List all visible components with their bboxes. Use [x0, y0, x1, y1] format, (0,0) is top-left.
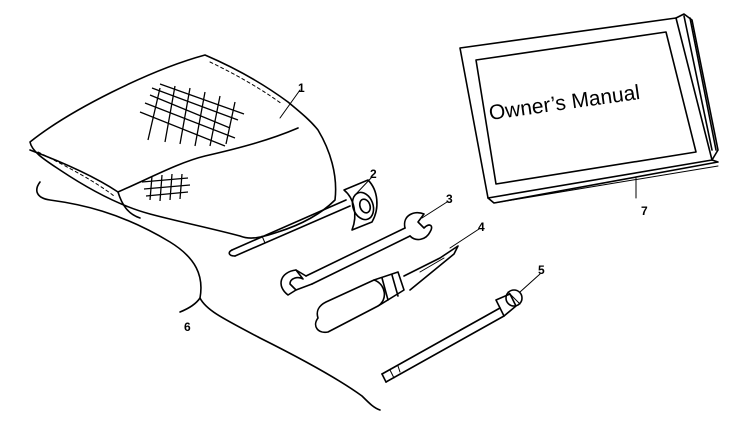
pouch-hatch-lower — [141, 173, 191, 202]
tool-kit-bracket — [36, 181, 381, 411]
callout-7: 7 — [641, 204, 648, 218]
tool-pouch — [29, 54, 337, 239]
callout-3: 3 — [446, 192, 453, 206]
manual-title: Owner’s Manual — [487, 81, 641, 125]
callout-1: 1 — [298, 81, 305, 95]
callout-4: 4 — [478, 220, 485, 234]
spark-plug-wrench — [228, 179, 378, 257]
open-end-wrench — [280, 211, 433, 296]
owners-manual: Owner’s Manual — [459, 13, 719, 204]
leader-lines — [279, 89, 637, 293]
screwdriver — [314, 245, 459, 334]
callout-2: 2 — [370, 167, 377, 181]
callout-6: 6 — [184, 320, 191, 334]
screwdriver-extension — [381, 289, 523, 383]
pouch-hatch-upper — [139, 83, 245, 147]
callout-5: 5 — [538, 263, 545, 277]
